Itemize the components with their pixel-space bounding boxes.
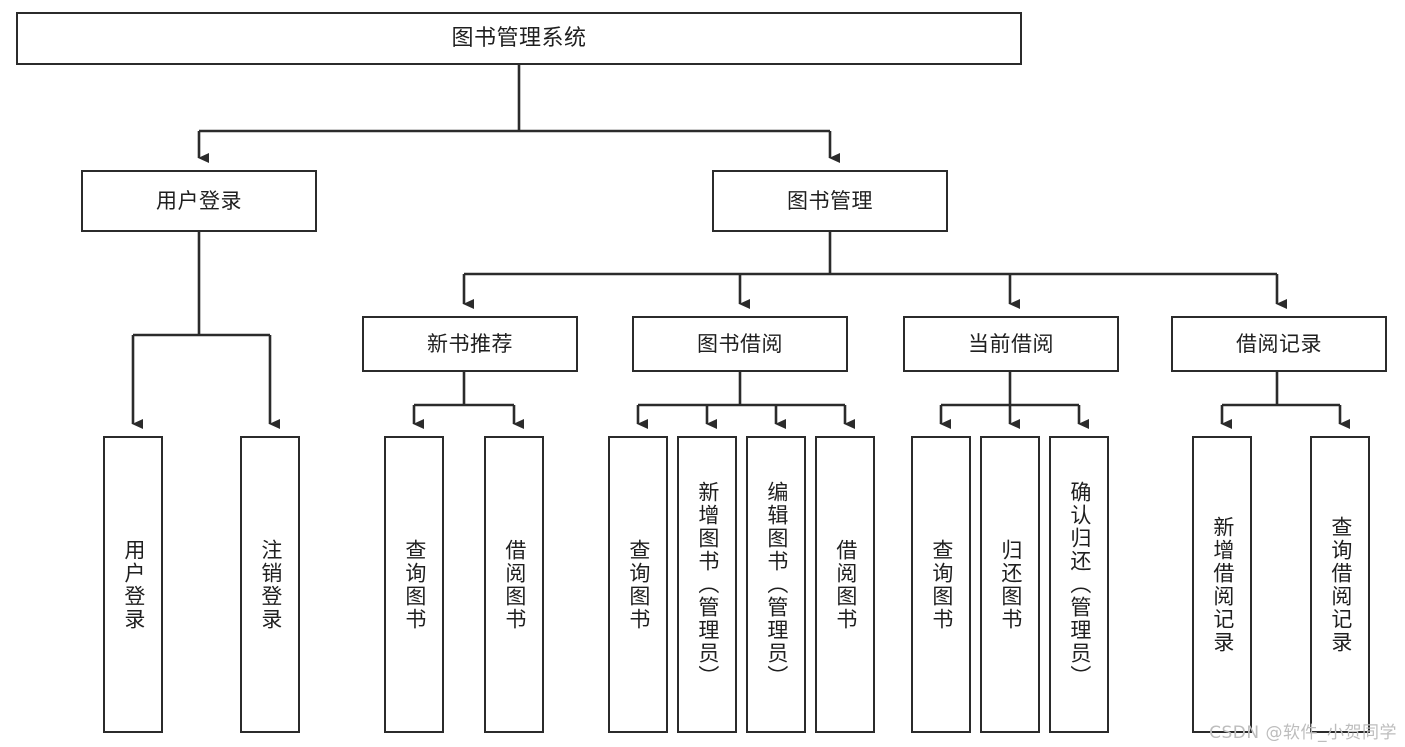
leaf-current-borrow-confirm-return[interactable]: 确认归还（管理员） — [1049, 436, 1109, 733]
node-user-login[interactable]: 用户登录 — [81, 170, 317, 232]
node-new-book-recommend[interactable]: 新书推荐 — [362, 316, 578, 372]
leaf-label: 查询图书 — [626, 538, 651, 631]
leaf-book-borrow-edit[interactable]: 编辑图书（管理员） — [746, 436, 806, 733]
node-label: 用户登录 — [156, 188, 242, 213]
node-current-borrow[interactable]: 当前借阅 — [903, 316, 1119, 372]
csdn-watermark: CSDN @软件_小贺同学 — [1209, 723, 1397, 743]
leaf-label: 借阅图书 — [833, 538, 858, 631]
node-label: 借阅记录 — [1236, 331, 1322, 356]
leaf-current-borrow-query[interactable]: 查询图书 — [911, 436, 971, 733]
leaf-label: 新增借阅记录 — [1210, 515, 1235, 654]
leaf-label: 借阅图书 — [502, 538, 527, 631]
node-label: 当前借阅 — [968, 331, 1054, 356]
node-root-system[interactable]: 图书管理系统 — [16, 12, 1022, 65]
leaf-new-book-query[interactable]: 查询图书 — [384, 436, 444, 733]
leaf-label: 新增图书（管理员） — [695, 481, 720, 688]
leaf-borrow-record-add[interactable]: 新增借阅记录 — [1192, 436, 1252, 733]
leaf-user-login-login[interactable]: 用户登录 — [103, 436, 163, 733]
leaf-book-borrow-query[interactable]: 查询图书 — [608, 436, 668, 733]
leaf-label: 归还图书 — [998, 538, 1023, 631]
node-label: 新书推荐 — [427, 331, 513, 356]
leaf-current-borrow-return[interactable]: 归还图书 — [980, 436, 1040, 733]
node-borrow-record[interactable]: 借阅记录 — [1171, 316, 1387, 372]
leaf-label: 查询图书 — [929, 538, 954, 631]
leaf-label: 注销登录 — [258, 538, 283, 631]
node-label: 图书借阅 — [697, 331, 783, 356]
leaf-label: 查询图书 — [402, 538, 427, 631]
leaf-label: 确认归还（管理员） — [1067, 481, 1092, 688]
leaf-label: 用户登录 — [121, 538, 146, 631]
leaf-label: 查询借阅记录 — [1328, 515, 1353, 654]
node-book-borrow[interactable]: 图书借阅 — [632, 316, 848, 372]
leaf-label: 编辑图书（管理员） — [764, 481, 789, 688]
leaf-new-book-borrow[interactable]: 借阅图书 — [484, 436, 544, 733]
node-book-management[interactable]: 图书管理 — [712, 170, 948, 232]
node-label: 图书管理系统 — [451, 25, 587, 51]
leaf-user-login-logout[interactable]: 注销登录 — [240, 436, 300, 733]
node-label: 图书管理 — [787, 188, 873, 213]
leaf-book-borrow-borrow[interactable]: 借阅图书 — [815, 436, 875, 733]
leaf-borrow-record-query[interactable]: 查询借阅记录 — [1310, 436, 1370, 733]
leaf-book-borrow-add[interactable]: 新增图书（管理员） — [677, 436, 737, 733]
